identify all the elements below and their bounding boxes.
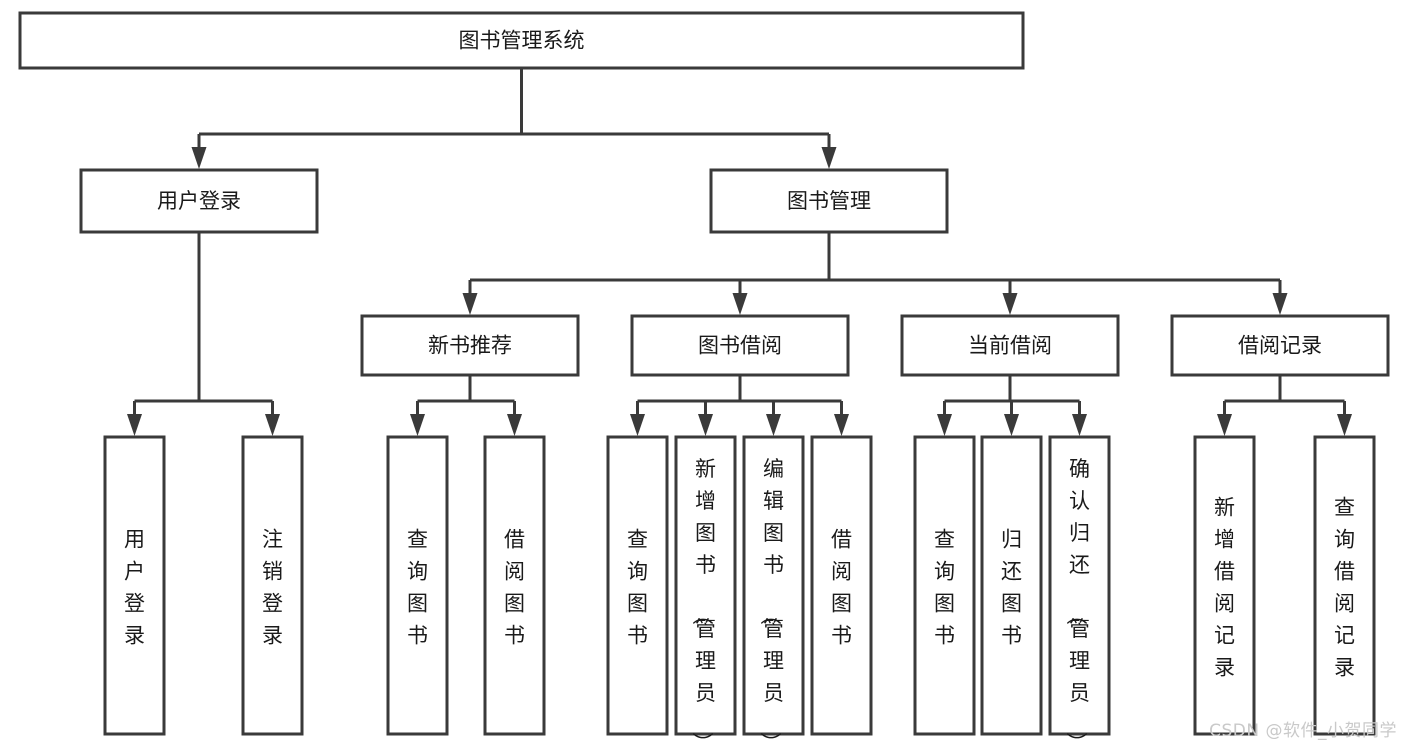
node-root[interactable]: 图书管理系统 (18, 11, 1025, 70)
node-box-cb-return-book (980, 435, 1043, 736)
node-bb-borrow-book[interactable]: 借阅图书 (810, 435, 873, 736)
node-label-book-manage: 图书管理 (787, 189, 871, 213)
node-label-borrow-record: 借阅记录 (1238, 334, 1322, 358)
node-box-rec-query-book (386, 435, 449, 736)
node-label-root: 图书管理系统 (459, 29, 585, 53)
node-bb-query-book[interactable]: 查询图书 (606, 435, 669, 736)
node-box-book-borrow (630, 314, 850, 377)
node-label-bb-edit-book: 编辑图书（管理员） (758, 457, 784, 747)
node-label-br-query-record: 查询借阅记录 (1334, 495, 1355, 679)
node-label-new-book-rec: 新书推荐 (428, 334, 512, 358)
node-bb-add-book[interactable]: 新增图书（管理员） (674, 435, 737, 747)
node-rec-query-book[interactable]: 查询图书 (386, 435, 449, 736)
node-borrow-record[interactable]: 借阅记录 (1170, 314, 1390, 377)
node-box-br-add-record (1193, 435, 1256, 736)
node-label-user-login: 用户登录 (157, 189, 241, 213)
node-label-br-add-record: 新增借阅记录 (1214, 495, 1235, 679)
node-layer: 图书管理系统用户登录图书管理新书推荐图书借阅当前借阅借阅记录用户登录注销登录查询… (18, 11, 1390, 747)
node-label-cb-query-book: 查询图书 (934, 527, 955, 647)
node-user-login[interactable]: 用户登录 (79, 168, 319, 234)
node-br-query-record[interactable]: 查询借阅记录 (1313, 435, 1376, 736)
node-book-manage[interactable]: 图书管理 (709, 168, 949, 234)
node-cb-return-book[interactable]: 归还图书 (980, 435, 1043, 736)
node-new-book-rec[interactable]: 新书推荐 (360, 314, 580, 377)
node-label-bb-add-book: 新增图书（管理员） (690, 457, 716, 747)
node-label-bb-query-book: 查询图书 (627, 527, 648, 647)
node-br-add-record[interactable]: 新增借阅记录 (1193, 435, 1256, 736)
node-box-br-query-record (1313, 435, 1376, 736)
node-box-borrow-record (1170, 314, 1390, 377)
node-book-borrow[interactable]: 图书借阅 (630, 314, 850, 377)
node-box-bb-add-book (674, 435, 737, 736)
node-label-rec-query-book: 查询图书 (407, 527, 428, 647)
node-logout-user[interactable]: 注销登录 (241, 435, 304, 736)
node-box-rec-borrow-book (483, 435, 546, 736)
node-label-bb-borrow-book: 借阅图书 (831, 527, 852, 647)
node-label-login-user: 用户登录 (124, 527, 145, 647)
node-label-logout-user: 注销登录 (262, 527, 283, 647)
node-box-logout-user (241, 435, 304, 736)
node-box-bb-borrow-book (810, 435, 873, 736)
node-box-root (18, 11, 1025, 70)
node-box-book-manage (709, 168, 949, 234)
node-box-current-borrow (900, 314, 1120, 377)
node-login-user[interactable]: 用户登录 (103, 435, 166, 736)
node-cb-query-book[interactable]: 查询图书 (913, 435, 976, 736)
connector-layer (127, 68, 1352, 436)
node-box-bb-query-book (606, 435, 669, 736)
node-box-new-book-rec (360, 314, 580, 377)
node-box-user-login (79, 168, 319, 234)
node-box-cb-query-book (913, 435, 976, 736)
node-rec-borrow-book[interactable]: 借阅图书 (483, 435, 546, 736)
node-label-cb-confirm-return: 确认归还（管理员） (1064, 457, 1090, 747)
node-box-cb-confirm-return (1048, 435, 1111, 736)
node-label-rec-borrow-book: 借阅图书 (504, 527, 525, 647)
node-current-borrow[interactable]: 当前借阅 (900, 314, 1120, 377)
node-cb-confirm-return[interactable]: 确认归还（管理员） (1048, 435, 1111, 747)
node-label-current-borrow: 当前借阅 (968, 334, 1052, 358)
node-label-book-borrow: 图书借阅 (698, 334, 782, 358)
node-box-bb-edit-book (742, 435, 805, 736)
node-label-cb-return-book: 归还图书 (1001, 527, 1022, 647)
node-bb-edit-book[interactable]: 编辑图书（管理员） (742, 435, 805, 747)
node-box-login-user (103, 435, 166, 736)
